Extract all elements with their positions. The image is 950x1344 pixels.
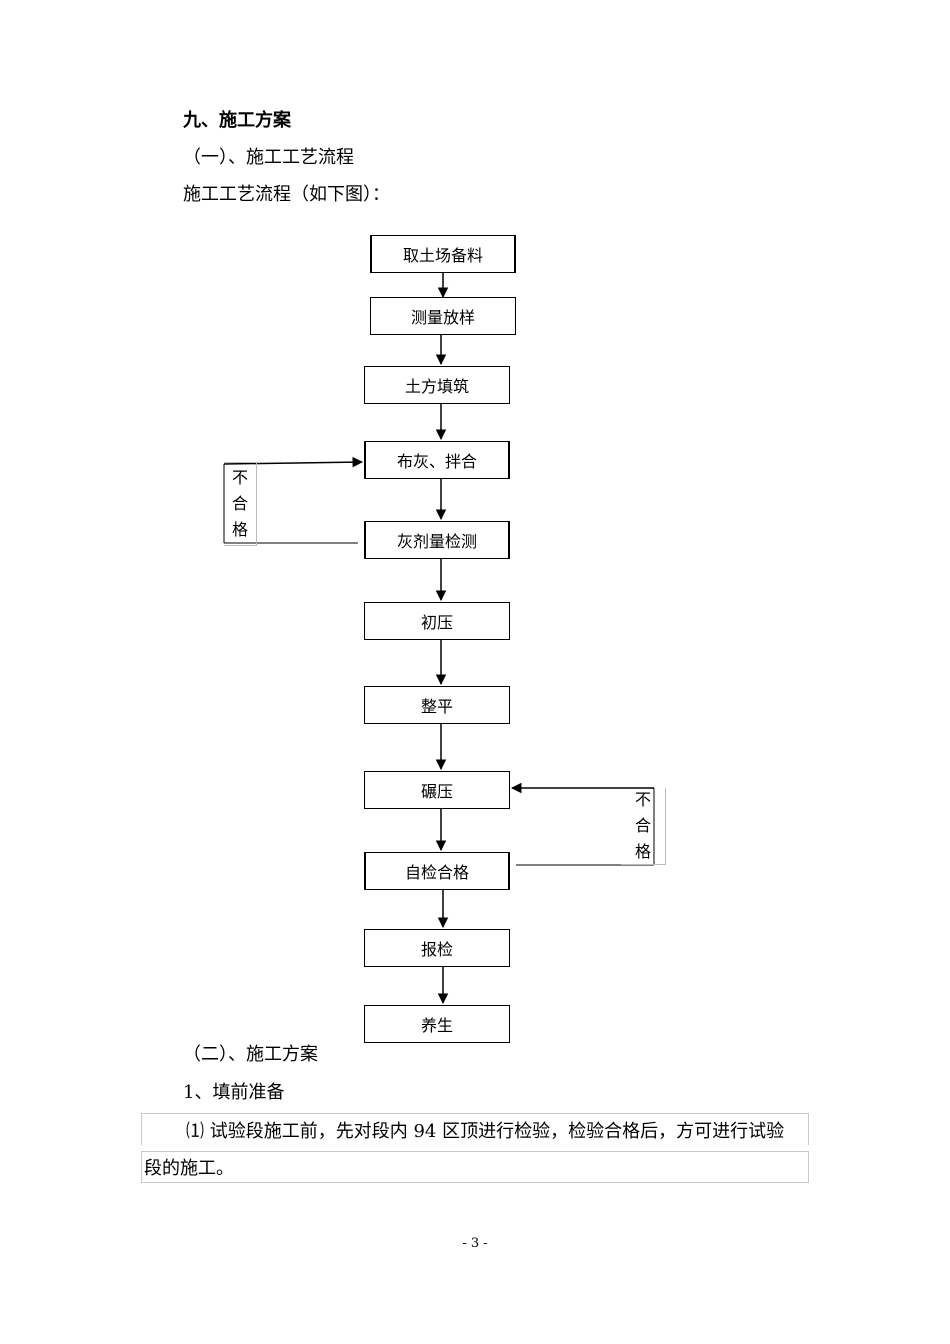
left-loop-return-arrow <box>223 456 364 468</box>
subsection-heading-plan: （二）、施工方案 <box>183 1044 318 1065</box>
page-number: - 3 - <box>462 1236 488 1251</box>
flow-step-leveling: 整平 <box>364 686 510 724</box>
right-loop-fail-char-2: 合 <box>634 816 651 835</box>
flow-intro-text: 施工工艺流程（如下图）： <box>183 184 390 205</box>
item-heading-preparation: 1、填前准备 <box>183 1082 285 1103</box>
flow-step-rolling: 碾压 <box>364 771 510 809</box>
flow-step-borrow-material: 取土场备料 <box>370 235 516 273</box>
paragraph-line-2: 段的施工。 <box>141 1151 809 1183</box>
left-loop-fail-char-3: 格 <box>231 520 248 539</box>
flow-step-report-inspection: 报检 <box>364 929 510 967</box>
left-loop-fail-char-2: 合 <box>231 494 248 513</box>
flow-step-survey-setout: 测量放样 <box>370 297 516 335</box>
right-loop-fail-label: 不 合 格 <box>621 788 666 865</box>
flow-step-lime-mixing: 布灰、拌合 <box>364 441 510 479</box>
right-loop-fail-char-3: 格 <box>634 842 651 861</box>
subsection-heading-process: （一）、施工工艺流程 <box>183 147 354 168</box>
flow-step-curing: 养生 <box>364 1005 510 1043</box>
right-loop-fail-char-1: 不 <box>634 790 651 809</box>
paragraph-line-1: ⑴ 试验段施工前，先对段内 94 区顶进行检验，检验合格后，方可进行试验 <box>141 1113 809 1145</box>
flow-step-earth-filling: 土方填筑 <box>364 366 510 404</box>
section-heading: 九、施工方案 <box>183 110 291 131</box>
left-loop-fail-label: 不 合 格 <box>224 462 257 546</box>
left-loop-fail-char-1: 不 <box>231 468 248 487</box>
flow-step-self-check-pass: 自检合格 <box>364 852 510 890</box>
flow-step-lime-dose-test: 灰剂量检测 <box>364 521 510 559</box>
flow-step-initial-compaction: 初压 <box>364 602 510 640</box>
